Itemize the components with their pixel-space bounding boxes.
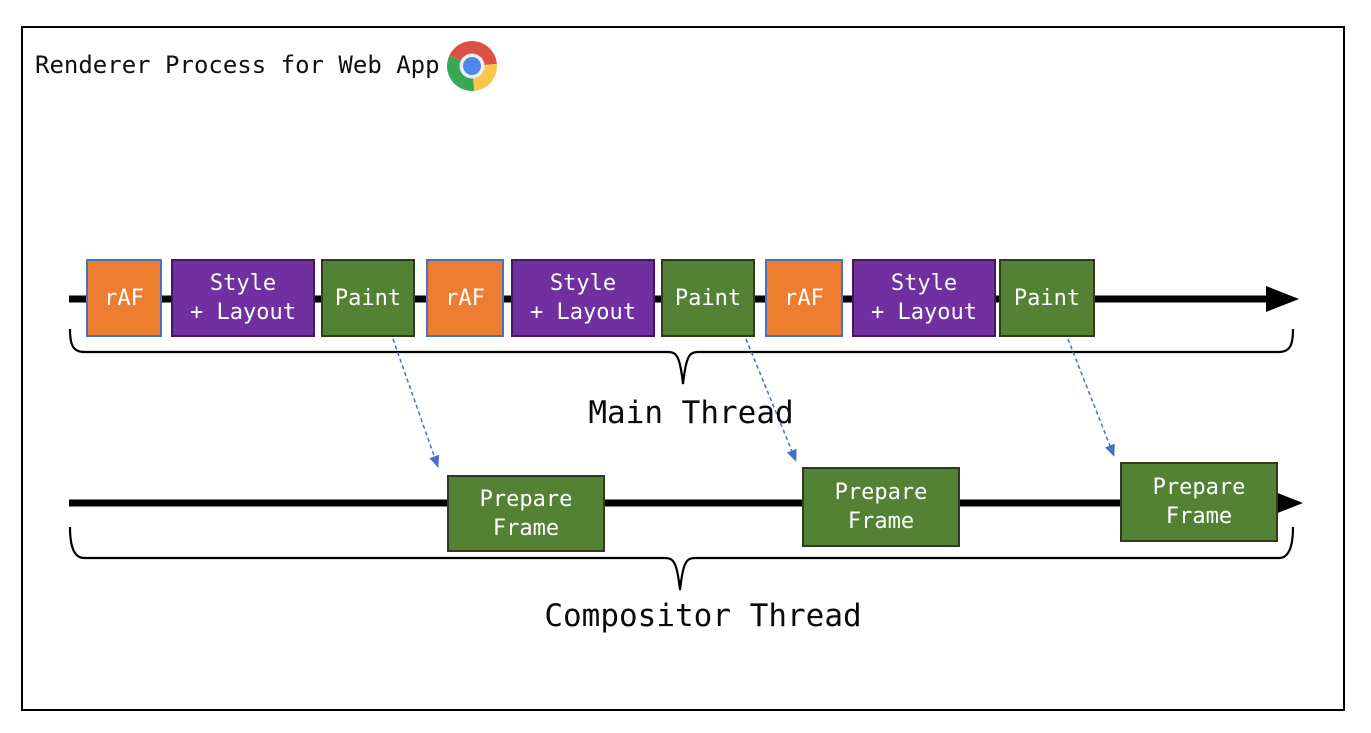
chrome-blue-center <box>463 57 481 75</box>
main-thread-label: Main Thread <box>588 395 794 431</box>
main-thread-brace <box>68 328 1295 385</box>
paint1-to-prepare-frame1-arrow <box>392 338 440 468</box>
compositor-thread-label: Compositor Thread <box>544 598 862 634</box>
paint3-to-prepare-frame3-arrow <box>1067 338 1115 457</box>
slide-border <box>21 26 1345 711</box>
paint2-to-prepare-frame2-arrow <box>745 338 797 462</box>
compositor-thread-brace <box>68 526 1295 591</box>
main-thread-timeline-arrowhead <box>1266 286 1299 312</box>
diagram-title: Renderer Process for Web App <box>35 51 440 79</box>
chrome-icon <box>447 41 497 91</box>
compositor-thread-timeline-arrowhead <box>1270 490 1303 516</box>
